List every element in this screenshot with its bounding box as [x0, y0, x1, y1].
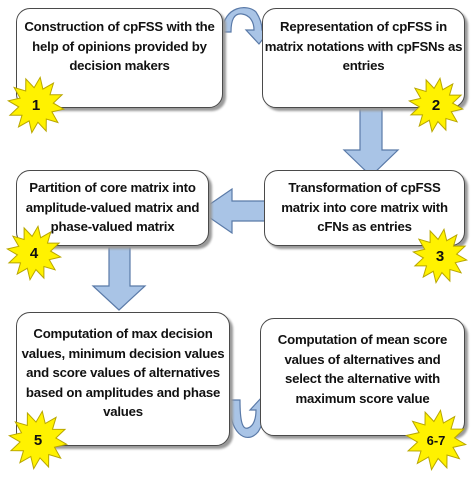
step-6-7-line: maximum score value — [295, 390, 430, 406]
step-3-text: Transformation of cpFSS matrix into core… — [265, 178, 464, 237]
step-box-3: Transformation of cpFSS matrix into core… — [264, 170, 465, 246]
step-6-7-line: values of alternatives and — [284, 351, 441, 367]
step-box-1: Construction of cpFSS with the help of o… — [16, 8, 223, 108]
step-badge-number: 1 — [32, 97, 40, 114]
step-5-text: Computation of max decision values, mini… — [17, 324, 229, 422]
step-4-line: Partition of core matrix into — [29, 180, 196, 195]
step-badge-number: 3 — [436, 248, 444, 265]
step-badge-star — [6, 75, 66, 135]
step-badge-star — [407, 76, 465, 134]
step-1-text: Construction of cpFSS with the help of o… — [17, 17, 222, 76]
step-badge-number: 6-7 — [427, 433, 446, 448]
step-2-text: Representation of cpFSS in matrix notati… — [263, 17, 464, 76]
step-badge-number: 5 — [34, 432, 42, 449]
step-badge-star — [411, 227, 469, 285]
step-2-line: Representation of cpFSS in — [280, 19, 447, 34]
step-1-line: decision makers — [69, 58, 170, 73]
down-arrow-2-to-3 — [342, 107, 400, 177]
step-3-line: Transformation of cpFSS — [288, 180, 441, 195]
step-badge-star — [7, 409, 69, 471]
step-4-text: Partition of core matrix into amplitude-… — [17, 178, 208, 237]
step-2-line: entries — [342, 58, 385, 73]
curved-arrow-1-to-2 — [221, 7, 272, 45]
step-1-line: Construction of cpFSS with the — [24, 19, 215, 34]
step-4-line: phase-valued matrix — [50, 219, 175, 234]
step-1-line: help of opinions provided by — [32, 38, 207, 54]
down-arrow-4-to-5 — [91, 245, 147, 311]
step-badge-star — [404, 408, 468, 472]
step-6-7-text: Computation of mean score values of alte… — [261, 330, 464, 408]
step-box-6-7: Computation of mean score values of alte… — [260, 318, 465, 436]
left-arrow-3-to-4 — [198, 187, 266, 235]
step-5-line: and score values of alternatives — [26, 365, 220, 380]
step-5-line: based on amplitudes and phase — [25, 384, 221, 400]
step-badge-number: 2 — [432, 97, 440, 114]
step-4-line: amplitude-valued matrix and — [25, 199, 200, 215]
step-3-line: matrix into core matrix with — [281, 199, 448, 215]
step-5-line: Computation of max decision — [33, 326, 213, 341]
step-badge-star — [5, 224, 63, 282]
step-6-7-line: select the alternative with — [284, 371, 441, 386]
step-badge-number: 4 — [30, 245, 39, 262]
step-5-line: values — [103, 404, 143, 419]
step-3-line: cFNs as entries — [317, 219, 412, 234]
step-5-line: values, minimum decision values — [21, 345, 225, 361]
step-6-7-line: Computation of mean score — [277, 332, 448, 347]
step-2-line: matrix notations with cpFSNs as — [264, 38, 463, 54]
